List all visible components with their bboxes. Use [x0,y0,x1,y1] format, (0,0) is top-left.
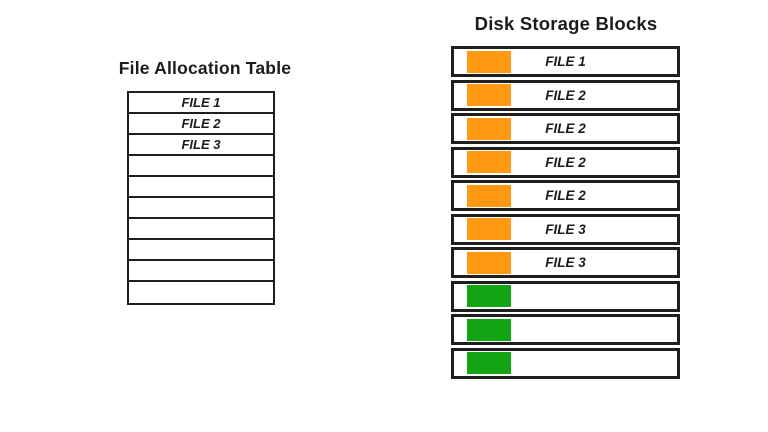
fat-row-label: FILE 2 [181,116,221,131]
disk-block: FILE 1 [451,46,680,77]
disk-block: FILE 2 [451,79,680,111]
block-status-square [467,151,511,174]
disk-block: FILE 2 [451,113,680,145]
disk-block: FILE 2 [451,146,680,178]
disk-block [451,314,680,346]
fat-table-row [129,261,273,282]
file-allocation-table-title: File Allocation Table [118,58,292,78]
fat-table-row: FILE 1 [129,93,273,114]
block-status-square [467,285,511,308]
fat-table-row: FILE 3 [129,135,273,156]
fat-table-row [129,177,273,198]
block-status-square [467,184,511,207]
disk-storage-blocks-title: Disk Storage Blocks [474,13,658,34]
block-status-square [467,352,511,375]
disk-block: FILE 3 [451,247,680,279]
fat-table-row [129,219,273,240]
fat-table-row [129,198,273,219]
disk-block [451,280,680,312]
disk-block: FILE 2 [451,180,680,212]
block-status-square [467,251,511,274]
block-status-square [467,218,511,241]
file-allocation-table: FILE 1 FILE 2 FILE 3 [127,91,275,305]
block-status-square [467,117,511,140]
disk-storage-blocks: FILE 1 FILE 2 FILE 2 FILE 2 FILE 2 [451,46,680,379]
block-status-square [467,50,511,73]
disk-block: FILE 3 [451,213,680,245]
fat-table-row [129,156,273,177]
fat-table-row [129,282,273,303]
fat-row-label: FILE 1 [181,95,221,110]
block-status-square [467,318,511,341]
fat-table-row [129,240,273,261]
fat-table-row: FILE 2 [129,114,273,135]
block-status-square [467,84,511,107]
disk-block [451,347,680,379]
fat-row-label: FILE 3 [181,137,221,152]
